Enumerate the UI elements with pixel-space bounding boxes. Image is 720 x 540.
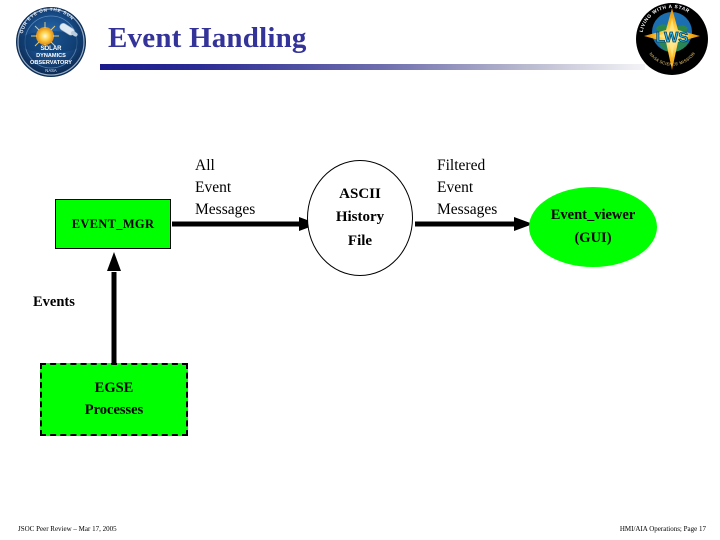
svg-text:SOLAR: SOLAR bbox=[41, 46, 63, 52]
node-event-viewer-line1: Event_viewer bbox=[550, 206, 636, 223]
node-event-mgr-label: EVENT_MGR bbox=[71, 216, 155, 231]
svg-text:LWS: LWS bbox=[656, 29, 689, 46]
node-ascii-line1: ASCII bbox=[339, 186, 381, 203]
edge-label-all-line1: All bbox=[195, 157, 215, 174]
node-egse-line1: EGSE bbox=[94, 380, 134, 397]
title-underline-rule bbox=[100, 64, 645, 70]
svg-text:DYNAMICS: DYNAMICS bbox=[36, 53, 66, 59]
node-ascii-history-file[interactable]: ASCII History File bbox=[307, 160, 413, 276]
node-event-viewer-line2: (GUI) bbox=[574, 230, 612, 246]
node-ascii-line3: File bbox=[347, 232, 373, 249]
sdo-logo-icon: SOLAR DYNAMICS OBSERVATORY NASA OUR EYE … bbox=[13, 6, 89, 78]
footer-right-text: HMI/AIA Operations; Page 17 bbox=[619, 525, 706, 533]
arrow-egse-to-event-mgr bbox=[107, 252, 121, 363]
node-egse-line2: Processes bbox=[84, 401, 144, 418]
edge-label-all-line3: Messages bbox=[195, 201, 256, 218]
svg-text:OBSERVATORY: OBSERVATORY bbox=[30, 60, 72, 66]
edge-label-filtered-line3: Messages bbox=[437, 201, 498, 218]
edge-label-filtered-event-messages: Filtered Event Messages bbox=[437, 155, 497, 221]
edge-label-filtered-line1: Filtered bbox=[437, 157, 486, 174]
node-egse-processes[interactable]: EGSE Processes bbox=[40, 363, 188, 436]
edge-label-events: Events bbox=[33, 294, 75, 310]
node-event-mgr[interactable]: EVENT_MGR bbox=[55, 199, 171, 249]
edge-label-filtered-line2: Event bbox=[437, 179, 474, 196]
edge-label-all-event-messages: All Event Messages bbox=[195, 155, 255, 221]
node-ascii-line2: History bbox=[335, 209, 385, 226]
node-event-viewer[interactable]: Event_viewer (GUI) bbox=[529, 187, 657, 267]
svg-text:NASA: NASA bbox=[45, 68, 57, 73]
footer-left-text: JSOC Peer Review – Mar 17, 2005 bbox=[18, 525, 117, 533]
edge-label-all-line2: Event bbox=[195, 179, 232, 196]
lws-logo-icon: LWS LIVING WITH A STAR NASA SCIENCE MISS… bbox=[634, 2, 710, 76]
page-title: Event Handling bbox=[108, 22, 307, 54]
